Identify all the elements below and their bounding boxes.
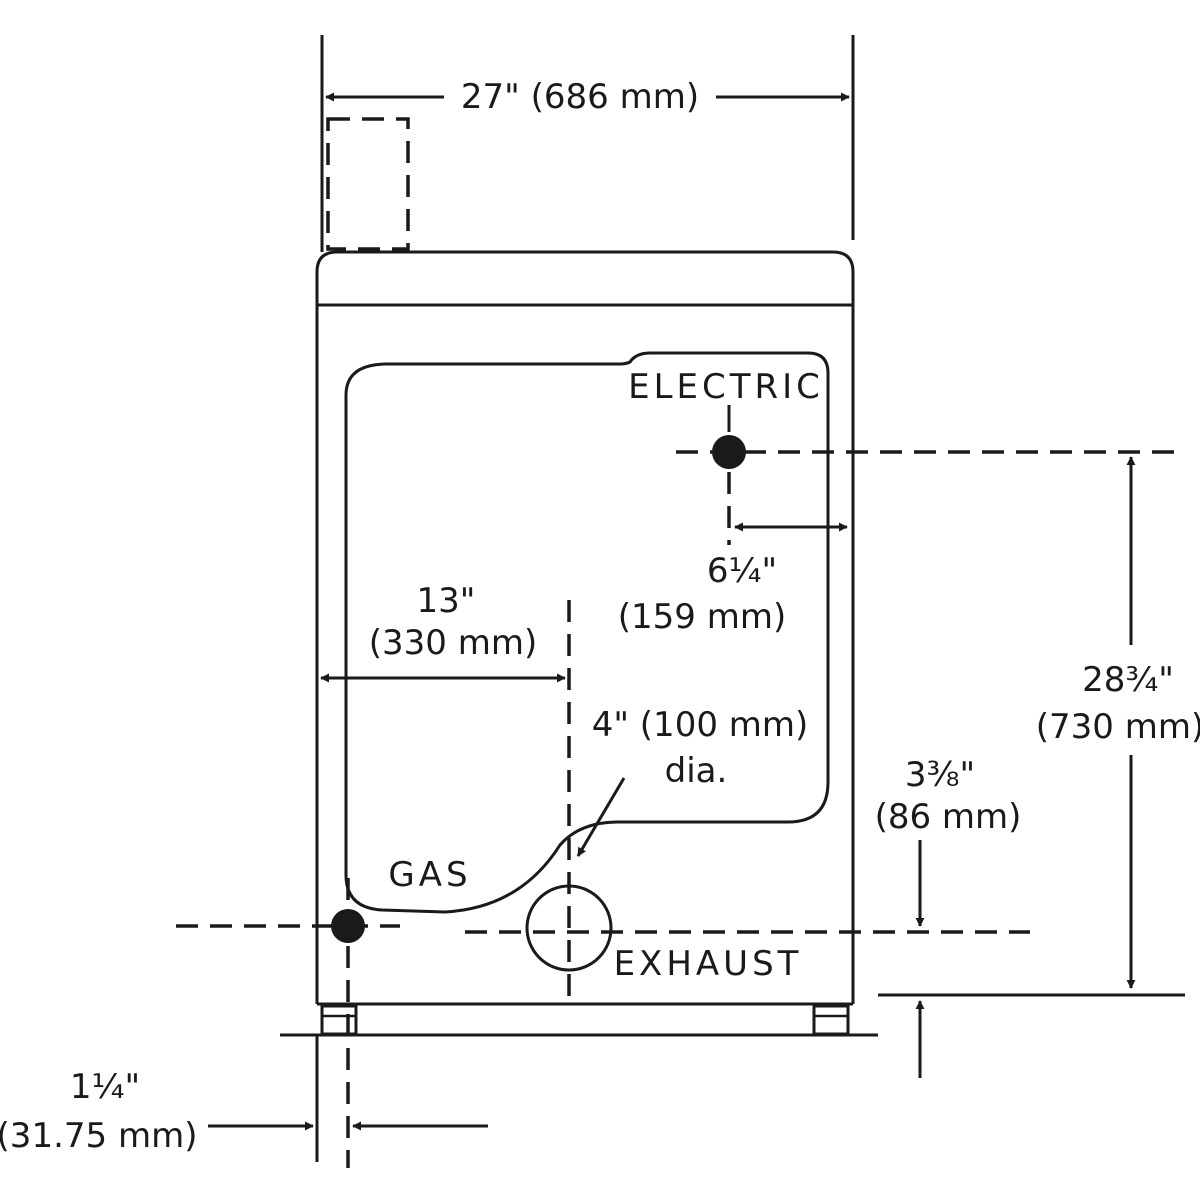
exhaust-label: EXHAUST <box>614 944 803 984</box>
electric-height-inch-label: 28¾" <box>1082 660 1174 700</box>
right-foot <box>812 1004 850 1036</box>
left-foot <box>320 1004 358 1036</box>
exhaust-height-inch-label: 3⅜" <box>905 755 975 795</box>
exhaust-outlet <box>525 884 613 972</box>
vent-box-outline <box>326 117 410 251</box>
gas-label: GAS <box>388 855 471 895</box>
gas-offset-mm-label: (31.75 mm) <box>0 1116 197 1156</box>
gas-offset-inch-label: 1¼" <box>70 1067 140 1107</box>
exhaust-connection: EXHAUST 13" (330 mm) 4" (100 mm) dia. <box>320 581 1030 1004</box>
gas-connection: GAS 1¼" (31.75 mm) <box>0 855 488 1168</box>
back-panel-recess <box>344 351 830 914</box>
exhaust-diameter-leader <box>576 777 626 857</box>
exhaust-diameter-word-label: dia. <box>665 751 728 791</box>
dryer-cabinet <box>280 250 878 1037</box>
electric-connection: ELECTRIC 6¼" (159 mm) <box>618 367 1185 637</box>
electric-label: ELECTRIC <box>628 367 824 407</box>
overall-width-dimension: 27" (686 mm) <box>320 35 855 252</box>
exhaust-diameter-size-label: 4" (100 mm) <box>592 705 809 745</box>
electric-height-mm-label: (730 mm) <box>1036 707 1200 747</box>
exhaust-height-dimension: 3⅜" (86 mm) <box>875 755 1022 1078</box>
electric-offset-mm-label: (159 mm) <box>618 597 786 637</box>
overall-width-label: 27" (686 mm) <box>461 77 699 117</box>
electric-offset-inch-label: 6¼" <box>707 551 777 591</box>
electric-height-dimension: 28¾" (730 mm) <box>878 456 1200 997</box>
exhaust-offset-inch-label: 13" <box>417 581 476 621</box>
exhaust-height-mm-label: (86 mm) <box>875 797 1022 837</box>
exhaust-offset-mm-label: (330 mm) <box>369 623 537 663</box>
dryer-top-console <box>315 250 855 307</box>
